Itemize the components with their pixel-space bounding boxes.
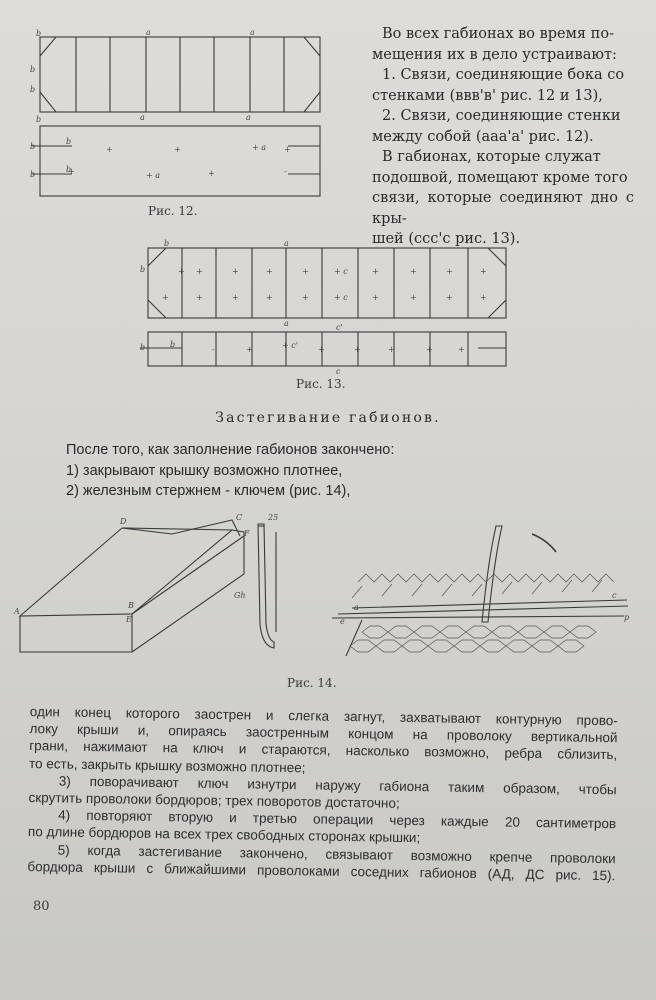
svg-text:-: - [284,167,287,176]
svg-text:+: + [388,345,395,354]
svg-text:+ c: + c [334,267,348,276]
lead-paragraph: После того, как заполнение габионов зако… [66,440,394,502]
svg-text:B: B [127,601,134,610]
svg-text:b: b [170,340,175,349]
svg-text:+: + [284,145,291,154]
svg-text:a: a [284,319,289,328]
intro-line: связи, которые соединяют дно с кры- [372,190,634,227]
intro-line: подошвой, помещают кроме того [372,169,628,186]
svg-text:b: b [30,65,35,74]
lead-line: 2) железным стержнем - ключем (рис. 14), [66,483,351,499]
intro-paragraph: Во всех габионах во время по- мещения их… [372,24,634,250]
body-paragraph: один конец которого заострен и слегка за… [27,703,618,884]
figure-12-caption: Рис. 12. [148,204,198,218]
intro-line: 1. Связи, соединяющие бока со [382,67,625,83]
svg-text:b: b [66,137,71,146]
intro-line: шей (ссс'с рис. 13). [372,231,521,247]
svg-text:+: + [162,293,169,302]
svg-text:a: a [354,603,359,612]
svg-text:+: + [266,267,273,276]
intro-line: В габионах, которые служат [382,149,601,165]
svg-text:c: c [336,367,341,374]
svg-text:-: - [212,345,215,354]
svg-text:e: e [340,617,345,626]
intro-line: Во всех габионах во время по- [382,26,614,42]
intro-line: 2. Связи, соединяющие стенки [382,108,621,124]
svg-text:+: + [302,293,309,302]
svg-text:+: + [446,267,453,276]
svg-text:+: + [480,267,487,276]
figure-13-caption: Рис. 13. [296,377,346,391]
svg-text:+: + [266,293,273,302]
svg-text:b: b [36,115,41,124]
svg-text:+: + [174,145,181,154]
svg-text:a: a [284,239,289,248]
svg-text:+: + [372,293,379,302]
svg-text:a: a [246,113,251,122]
intro-line: стенками (ввв'в' рис. 12 и 13), [372,87,603,104]
svg-text:C: C [236,513,242,522]
svg-text:+: + [196,267,203,276]
svg-text:b: b [36,29,41,38]
svg-text:c': c' [336,323,343,332]
svg-text:+: + [196,293,203,302]
svg-text:+: + [302,267,309,276]
svg-text:+: + [68,167,75,176]
figure-13: b a b + + + + + + c + + + + + + + + + + c + + + + a c'… [140,239,507,374]
svg-text:+ c': + c' [282,341,298,350]
svg-text:+: + [480,293,487,302]
svg-text:+ a: + a [146,171,160,180]
svg-text:+: + [372,267,379,276]
svg-text:a: a [146,28,151,37]
page-number: 80 [33,899,50,914]
svg-text:+: + [354,345,361,354]
svg-text:+: + [246,345,253,354]
svg-text:E: E [125,615,132,624]
svg-text:+: + [208,169,215,178]
lead-line: После того, как заполнение габионов зако… [66,442,395,458]
svg-text:a: a [140,113,145,122]
svg-text:b: b [66,165,71,174]
lead-line: 1) закрывают крышку возможно плотнее, [66,462,343,479]
figure-14-caption: Рис. 14. [287,676,337,690]
svg-text:+: + [232,293,239,302]
svg-text:+: + [410,267,417,276]
svg-text:+: + [232,267,239,276]
svg-text:b: b [140,343,145,352]
svg-text:b: b [140,265,145,274]
svg-text:25: 25 [267,513,278,522]
intro-line: мещения их в дело устраивают: [372,46,617,63]
svg-text:+ a: + a [252,143,266,152]
svg-text:b: b [30,142,35,151]
svg-text:+: + [426,345,433,354]
figure-12: b a a b b b a a b b b b + a + a + + + + - + [30,28,321,197]
svg-text:F: F [243,529,250,538]
svg-text:c: c [612,591,617,600]
svg-text:+: + [106,145,113,154]
svg-text:+: + [458,345,465,354]
svg-text:a: a [250,28,255,37]
svg-text:b: b [30,170,35,179]
svg-text:D: D [119,517,127,526]
svg-text:+: + [410,293,417,302]
svg-text:+ c: + c [334,293,348,302]
svg-text:b: b [164,239,169,248]
svg-text:+: + [178,267,185,276]
svg-text:A: A [13,607,20,616]
intro-line: между собой (ааа'а' рис. 12). [372,128,594,145]
svg-text:Gh: Gh [234,591,246,600]
svg-text:p: p [624,613,629,622]
section-heading: Застегивание габионов. [215,410,441,426]
svg-text:+: + [318,345,325,354]
svg-text:+: + [446,293,453,302]
svg-text:b: b [30,85,35,94]
